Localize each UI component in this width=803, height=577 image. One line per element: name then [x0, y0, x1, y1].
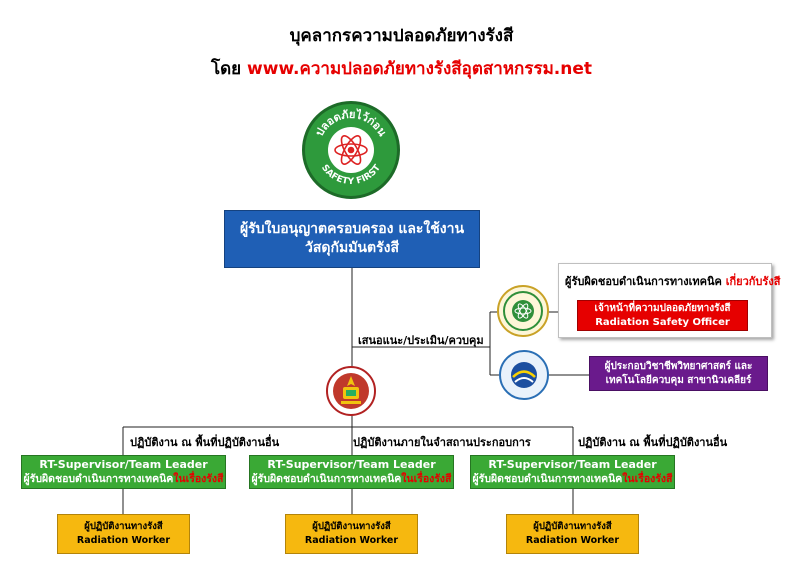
- subtitle-prefix: โดย: [210, 59, 242, 79]
- oap-seal-icon: [503, 291, 543, 331]
- supervisor-title: RT-Supervisor/Team Leader: [267, 457, 436, 471]
- supervisor-subtitle: ผู้รับผิดชอบดำเนินการทางเทคนิคในเรื่องรั…: [23, 473, 224, 486]
- worker-line1: ผู้ปฏิบัติงานทางรังสี: [312, 520, 391, 532]
- rso-panel-title: ผู้รับผิดชอบดำเนินการทางเทคนิค เกี่ยวกับ…: [565, 275, 781, 288]
- practitioner-box: ผู้ประกอบวิชาชีพวิทยาศาสตร์ และ เทคโนโลย…: [589, 356, 768, 391]
- practitioner-line2: เทคโนโลยีควบคุม สาขานิวเคลียร์: [605, 374, 752, 386]
- supervisor-box-center: RT-Supervisor/Team Leader ผู้รับผิดชอบดำ…: [249, 455, 454, 489]
- supervisor-subtitle: ผู้รับผิดชอบดำเนินการทางเทคนิคในเรื่องรั…: [472, 473, 673, 486]
- worker-line2: Radiation Worker: [76, 535, 171, 546]
- rso-line2: Radiation Safety Officer: [595, 316, 730, 328]
- worker-box-left: ผู้ปฏิบัติงานทางรังสี Radiation Worker: [57, 514, 190, 554]
- worker-line2: Radiation Worker: [304, 535, 399, 546]
- page-title: บุคลากรความปลอดภัยทางรังสี: [289, 26, 514, 46]
- oap-logo: [497, 285, 549, 337]
- worker-line1: ผู้ปฏิบัติงานทางรังสี: [84, 520, 163, 532]
- branch-label-center: ปฏิบัติงานภายในจำสถานประกอบการ: [353, 436, 531, 449]
- safety-first-logo: ปลอดภัยไว้ก่อน SAFETY FIRST: [302, 101, 400, 199]
- tint-seal-icon: [511, 362, 537, 388]
- branch-label-left: ปฏิบัติงาน ณ พื้นที่ปฏิบัติงานอื่น: [130, 436, 280, 449]
- website-link[interactable]: www.ความปลอดภัยทางรังสีอุตสาหกรรม.net: [247, 59, 593, 79]
- atom-icon: [334, 135, 368, 165]
- rso-line1: เจ้าหน้าที่ความปลอดภัยทางรังสี: [594, 303, 731, 314]
- rso-box: เจ้าหน้าที่ความปลอดภัยทางรังสี Radiation…: [577, 300, 748, 331]
- advise-evaluate-control-label: เสนอแนะ/ประเมิน/ควบคุม: [358, 334, 484, 347]
- worker-box-center: ผู้ปฏิบัติงานทางรังสี Radiation Worker: [285, 514, 418, 554]
- worker-line2: Radiation Worker: [525, 535, 620, 546]
- practitioner-line1: ผู้ประกอบวิชาชีพวิทยาศาสตร์ และ: [604, 360, 753, 372]
- royal-emblem: [326, 366, 376, 416]
- tint-logo: [499, 350, 549, 400]
- supervisor-title: RT-Supervisor/Team Leader: [488, 457, 657, 471]
- licensee-line1: ผู้รับใบอนุญาตครอบครอง และใช้งาน: [239, 221, 465, 238]
- page-subtitle: โดย www.ความปลอดภัยทางรังสีอุตสาหกรรม.ne…: [0, 55, 803, 82]
- supervisor-box-right: RT-Supervisor/Team Leader ผู้รับผิดชอบดำ…: [470, 455, 675, 489]
- royal-emblem-icon: [333, 373, 369, 409]
- supervisor-title: RT-Supervisor/Team Leader: [39, 457, 208, 471]
- branch-label-right: ปฏิบัติงาน ณ พื้นที่ปฏิบัติงานอื่น: [578, 436, 728, 449]
- licensee-line2: วัสดุกัมมันตรังสี: [305, 240, 399, 256]
- licensee-box: ผู้รับใบอนุญาตครอบครอง และใช้งาน วัสดุกั…: [224, 210, 480, 268]
- supervisor-subtitle: ผู้รับผิดชอบดำเนินการทางเทคนิคในเรื่องรั…: [251, 473, 452, 486]
- worker-line1: ผู้ปฏิบัติงานทางรังสี: [533, 520, 612, 532]
- supervisor-box-left: RT-Supervisor/Team Leader ผู้รับผิดชอบดำ…: [21, 455, 226, 489]
- worker-box-right: ผู้ปฏิบัติงานทางรังสี Radiation Worker: [506, 514, 639, 554]
